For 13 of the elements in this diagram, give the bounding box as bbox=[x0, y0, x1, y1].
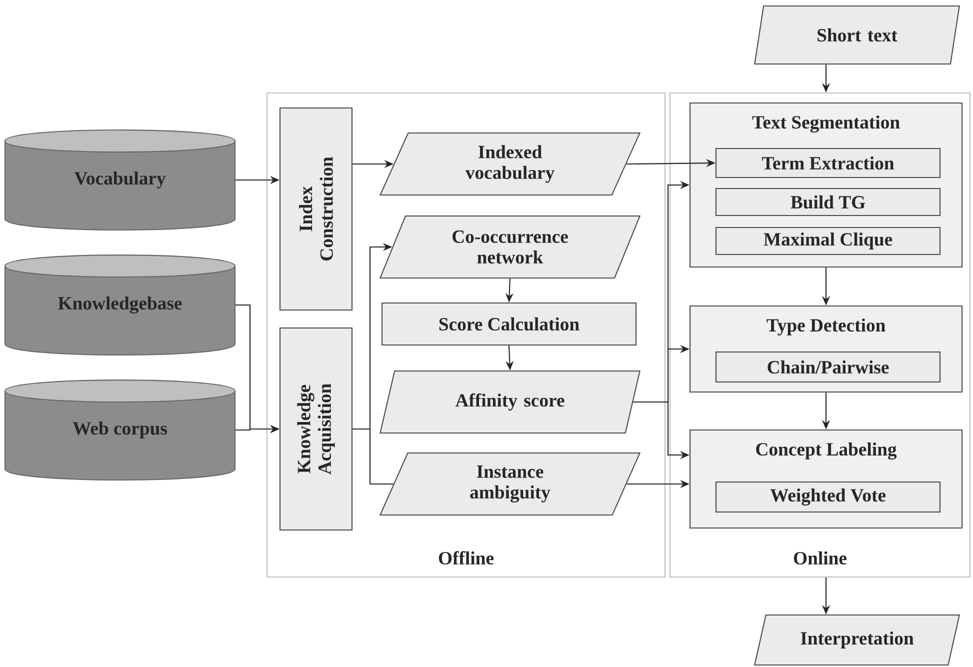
data-parallelogram: Short text bbox=[754, 5, 960, 65]
data-parallelogram: Affinity score bbox=[380, 370, 640, 434]
step-box: Weighted Vote bbox=[715, 481, 941, 513]
process-box: Score Calculation bbox=[381, 302, 637, 346]
process-box: Knowledge Acquisition bbox=[279, 327, 353, 531]
database-cylinder: Knowledgebase bbox=[4, 254, 236, 356]
step-box: Maximal Clique bbox=[715, 226, 941, 256]
database-cylinder: Web corpus bbox=[4, 380, 236, 480]
step-box: Build TG bbox=[715, 188, 941, 216]
step-box: Term Extraction bbox=[715, 148, 941, 178]
step-box: Chain/Pairwise bbox=[715, 351, 941, 383]
database-cylinder: Vocabulary bbox=[4, 130, 236, 230]
process-box: Index Construction bbox=[279, 107, 353, 311]
